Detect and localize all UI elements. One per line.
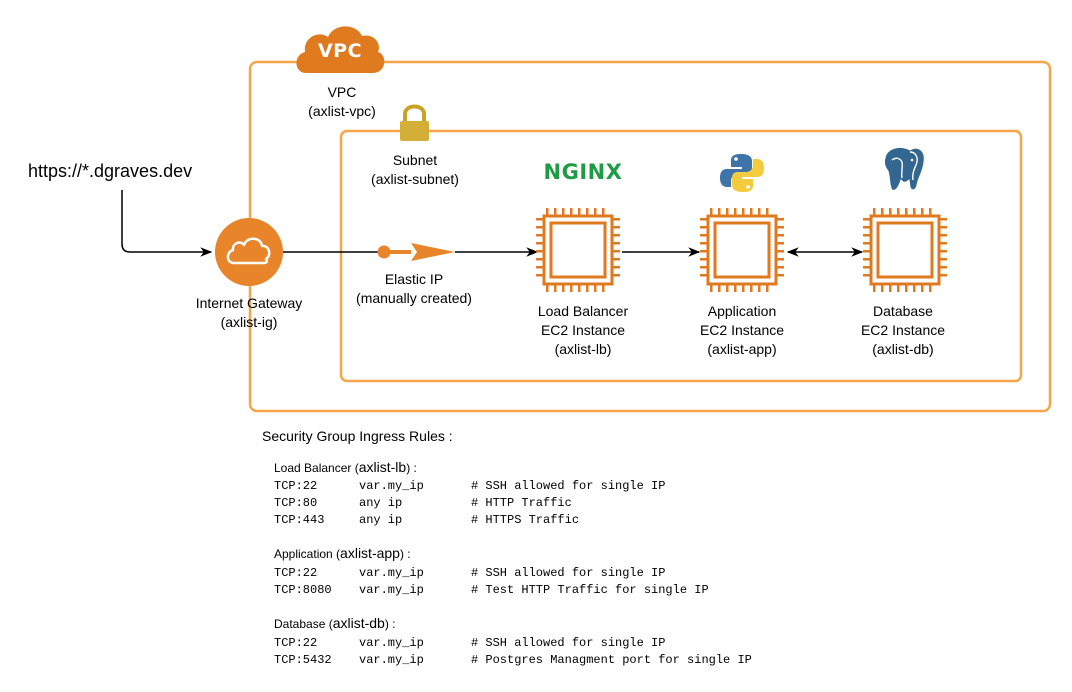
postgresql-logo-icon (883, 146, 925, 191)
rule-row: TCP:8080 var.my_ip # Test HTTP Traffic for… (274, 582, 709, 599)
vpc-name: VPC (327, 84, 357, 100)
instance-id: (axlist-lb) (554, 341, 612, 357)
rule-source: any ip (359, 496, 403, 510)
rule-group-host: axlist-app (340, 545, 400, 561)
instance-line1: Application (707, 303, 777, 319)
database-chip-icon (861, 206, 949, 294)
rule-source: var.my_ip (359, 583, 424, 597)
rule-port: TCP:22 (274, 636, 318, 650)
internet-gateway-icon (215, 218, 283, 286)
rule-group-host: axlist-lb (358, 459, 407, 475)
rule-comment: # SSH allowed for single IP (471, 566, 666, 580)
url-to-gateway-line (121, 190, 213, 257)
rule-row: TCP:22 var.my_ip # SSH allowed for single … (274, 635, 665, 652)
rule-port: TCP:80 (274, 496, 318, 510)
rule-source: var.my_ip (359, 479, 424, 493)
instance-id: (axlist-app) (707, 341, 777, 357)
rule-source: var.my_ip (359, 636, 424, 650)
rule-group-title: Database (axlist-db) : (274, 615, 396, 631)
rule-port: TCP:443 (274, 513, 325, 527)
rule-comment: # HTTP Traffic (471, 496, 572, 510)
rule-group-label: Load Balancer ( (274, 461, 359, 475)
url-label: https://*.dgraves.dev (28, 161, 193, 181)
subnet-name: Subnet (392, 152, 438, 168)
rule-port: TCP:8080 (274, 583, 332, 597)
application-label: Application EC2 Instance (axlist-app) (677, 302, 807, 359)
rule-row: TCP:22 var.my_ip # SSH allowed for single … (274, 478, 665, 495)
rule-comment: # Postgres Managment port for single IP (471, 653, 752, 667)
load-balancer-chip-icon (534, 206, 622, 294)
instance-line2: EC2 Instance (699, 322, 785, 338)
rule-comment: # Test HTTP Traffic for single IP (471, 583, 709, 597)
rule-source: var.my_ip (359, 653, 424, 667)
internet-gateway-label: Internet Gateway (axlist-ig) (179, 294, 319, 332)
instance-line1: Database (873, 303, 933, 319)
rule-row: TCP:80 any ip # HTTP Traffic (274, 495, 572, 512)
rule-port: TCP:22 (274, 479, 318, 493)
instance-id: (axlist-db) (872, 341, 934, 357)
vpc-badge-text: VPC (317, 40, 363, 62)
rule-port: TCP:5432 (274, 653, 332, 667)
rule-group-label: Application ( (274, 547, 341, 561)
rule-row: TCP:22 var.my_ip # SSH allowed for single … (274, 565, 665, 582)
elastic-ip-note: (manually created) (356, 290, 472, 306)
instance-line2: EC2 Instance (860, 322, 946, 338)
rule-row: TCP:5432 var.my_ip # Postgres Managment po… (274, 652, 752, 669)
vpc-label: VPC (axlist-vpc) (282, 83, 402, 121)
subnet-id: (axlist-subnet) (371, 171, 459, 187)
application-chip-icon (698, 206, 786, 294)
rule-comment: # SSH allowed for single IP (471, 636, 666, 650)
elastic-ip-icon (377, 243, 455, 261)
rule-comment: # HTTPS Traffic (471, 513, 580, 527)
subnet-label: Subnet (axlist-subnet) (355, 151, 475, 189)
rule-row: TCP:443 any ip # HTTPS Traffic (274, 512, 579, 529)
rule-port: TCP:22 (274, 566, 318, 580)
lock-icon (400, 104, 429, 141)
rule-comment: # SSH allowed for single IP (471, 479, 666, 493)
rule-group-suffix: ) : (384, 617, 396, 631)
rule-group-label: Database ( (274, 617, 333, 631)
instance-line1: Load Balancer (537, 303, 629, 319)
vpc-cloud-icon (296, 26, 385, 73)
nginx-logo: NGINX (543, 160, 623, 184)
rule-group-suffix: ) : (399, 547, 411, 561)
database-label: Database EC2 Instance (axlist-db) (838, 302, 968, 359)
elastic-ip-label: Elastic IP (manually created) (344, 270, 484, 308)
elastic-ip-name: Elastic IP (384, 271, 444, 287)
rule-group-title: Application (axlist-app) : (274, 545, 411, 561)
python-logo-icon (720, 154, 764, 192)
load-balancer-label: Load Balancer EC2 Instance (axlist-lb) (518, 302, 648, 359)
rule-source: any ip (359, 513, 403, 527)
internet-gateway-name: Internet Gateway (195, 295, 303, 311)
subnet-container (339, 129, 1023, 383)
internet-gateway-id: (axlist-ig) (220, 314, 278, 330)
security-rules-title: Security Group Ingress Rules : (262, 428, 453, 444)
rule-source: var.my_ip (359, 566, 424, 580)
rule-group-title: Load Balancer (axlist-lb) : (274, 459, 417, 475)
instance-line2: EC2 Instance (540, 322, 626, 338)
rule-group-host: axlist-db (332, 615, 385, 631)
rule-group-suffix: ) : (406, 461, 417, 475)
vpc-id: (axlist-vpc) (308, 103, 376, 119)
